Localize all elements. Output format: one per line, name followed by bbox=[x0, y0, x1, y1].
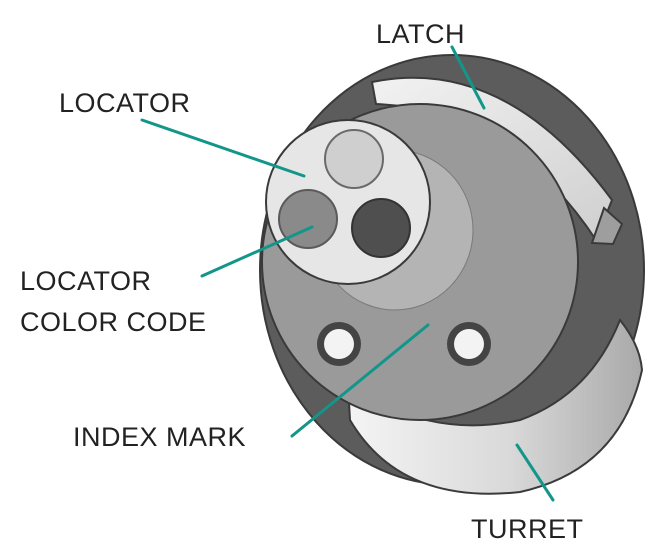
leader-lines bbox=[140, 45, 555, 502]
label-locator-color-code-line2: COLOR CODE bbox=[20, 307, 207, 337]
label-locator: LOCATOR bbox=[59, 88, 191, 118]
leader-locator-color-code bbox=[200, 225, 314, 278]
label-index-mark: INDEX MARK bbox=[73, 422, 246, 452]
locator-light-dot bbox=[324, 129, 384, 189]
locator-color-code-dot bbox=[278, 189, 338, 249]
locator-dark-dot bbox=[351, 198, 411, 258]
leader-turret bbox=[515, 443, 555, 502]
index-hole-left-inner bbox=[324, 329, 354, 359]
index-hole-right-inner bbox=[454, 329, 484, 359]
label-turret: TURRET bbox=[471, 514, 584, 544]
label-locator-color-code-line1: LOCATOR bbox=[20, 266, 152, 296]
leader-locator bbox=[140, 118, 306, 178]
label-latch: LATCH bbox=[376, 19, 465, 49]
latch-tip bbox=[590, 206, 624, 246]
leader-index-mark bbox=[290, 323, 430, 438]
turret bbox=[346, 318, 644, 495]
leader-latch bbox=[450, 45, 486, 110]
